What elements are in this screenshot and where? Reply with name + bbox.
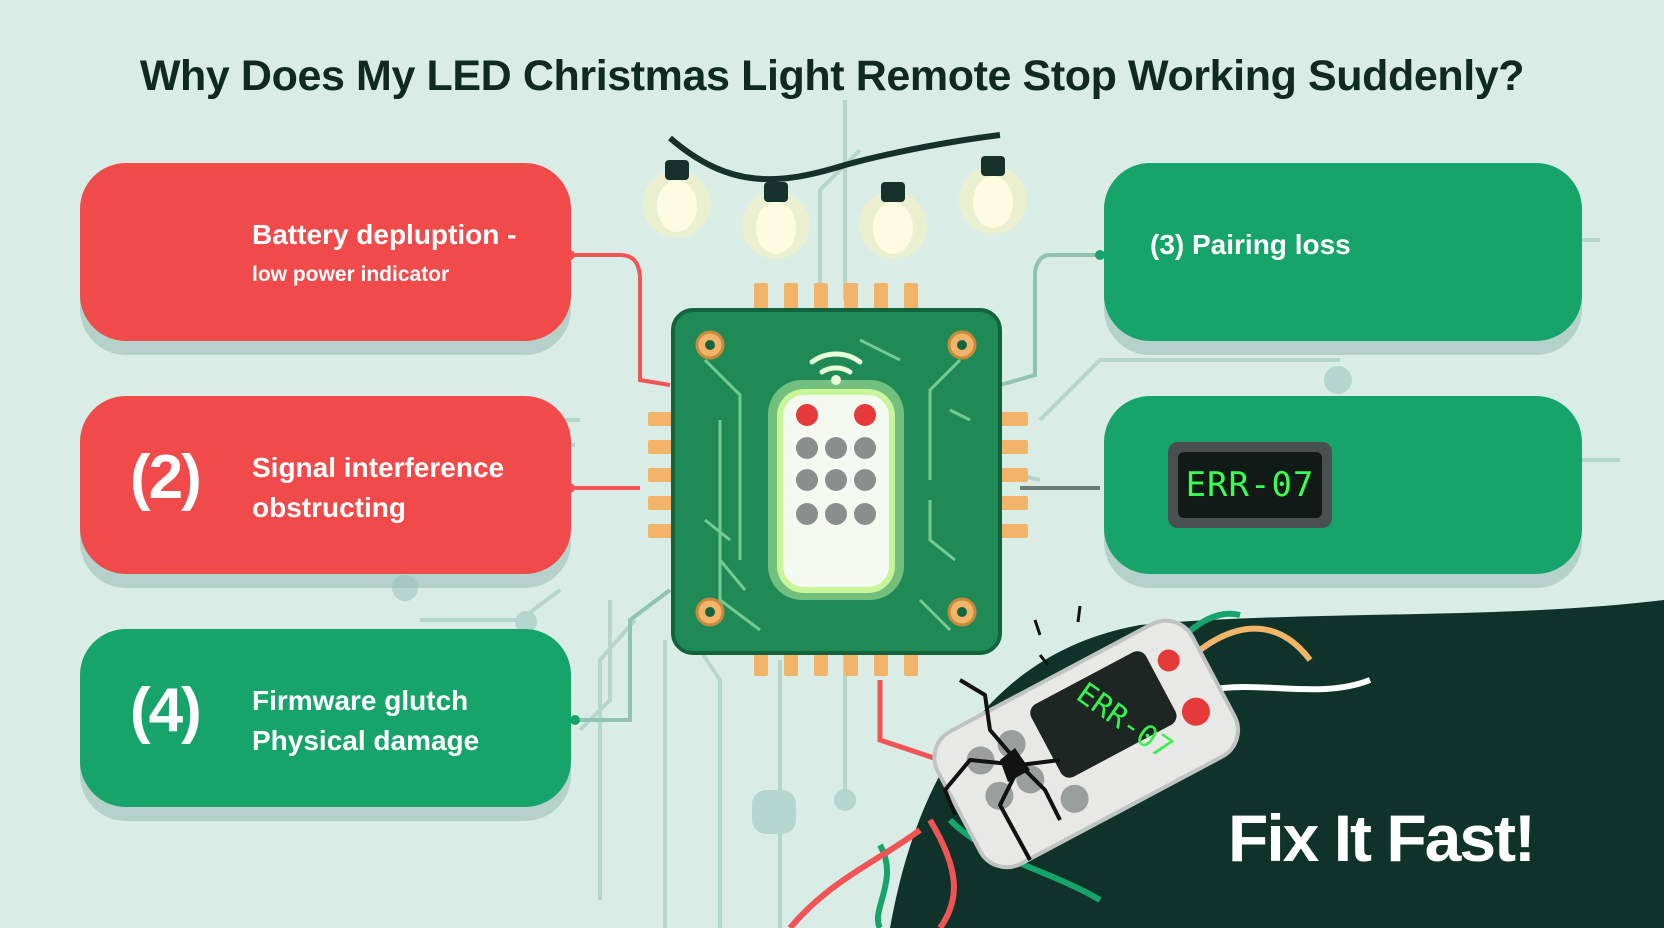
card-signal-number: (2) (130, 443, 202, 512)
card-firmware-number: (4) (130, 676, 202, 745)
error-display-code: ERR-07 (1178, 452, 1322, 518)
card-firmware-glitch: (4) Firmware glutch Physical damage (80, 629, 571, 807)
card-battery-depletion: Battery depluption - low power indicator (80, 163, 571, 341)
card-battery-line2: low power indicator (252, 263, 450, 286)
card-battery-line1: Battery depluption - (252, 219, 517, 250)
error-display: ERR-07 (1168, 442, 1332, 528)
string-lights-icon (643, 132, 1027, 259)
remote-icon (768, 351, 904, 600)
fix-it-fast-label: Fix It Fast! (1228, 801, 1536, 875)
card-firmware-line1: Firmware glutch (252, 685, 469, 716)
broken-remote-icon (787, 605, 1372, 928)
page-title: Why Does My LED Christmas Light Remote S… (139, 52, 1525, 100)
card-signal-interference: (2) Signal interference obstructing (80, 396, 571, 574)
card-signal-line1: Signal interference (252, 452, 505, 483)
card-pairing-label: (3) Pairing loss (1150, 229, 1351, 260)
card-firmware-line2: Physical damage (252, 725, 480, 756)
card-connector-traces (565, 250, 1105, 763)
card-pairing-loss: (3) Pairing loss (1104, 163, 1582, 341)
card-signal-line2: obstructing (252, 492, 406, 523)
